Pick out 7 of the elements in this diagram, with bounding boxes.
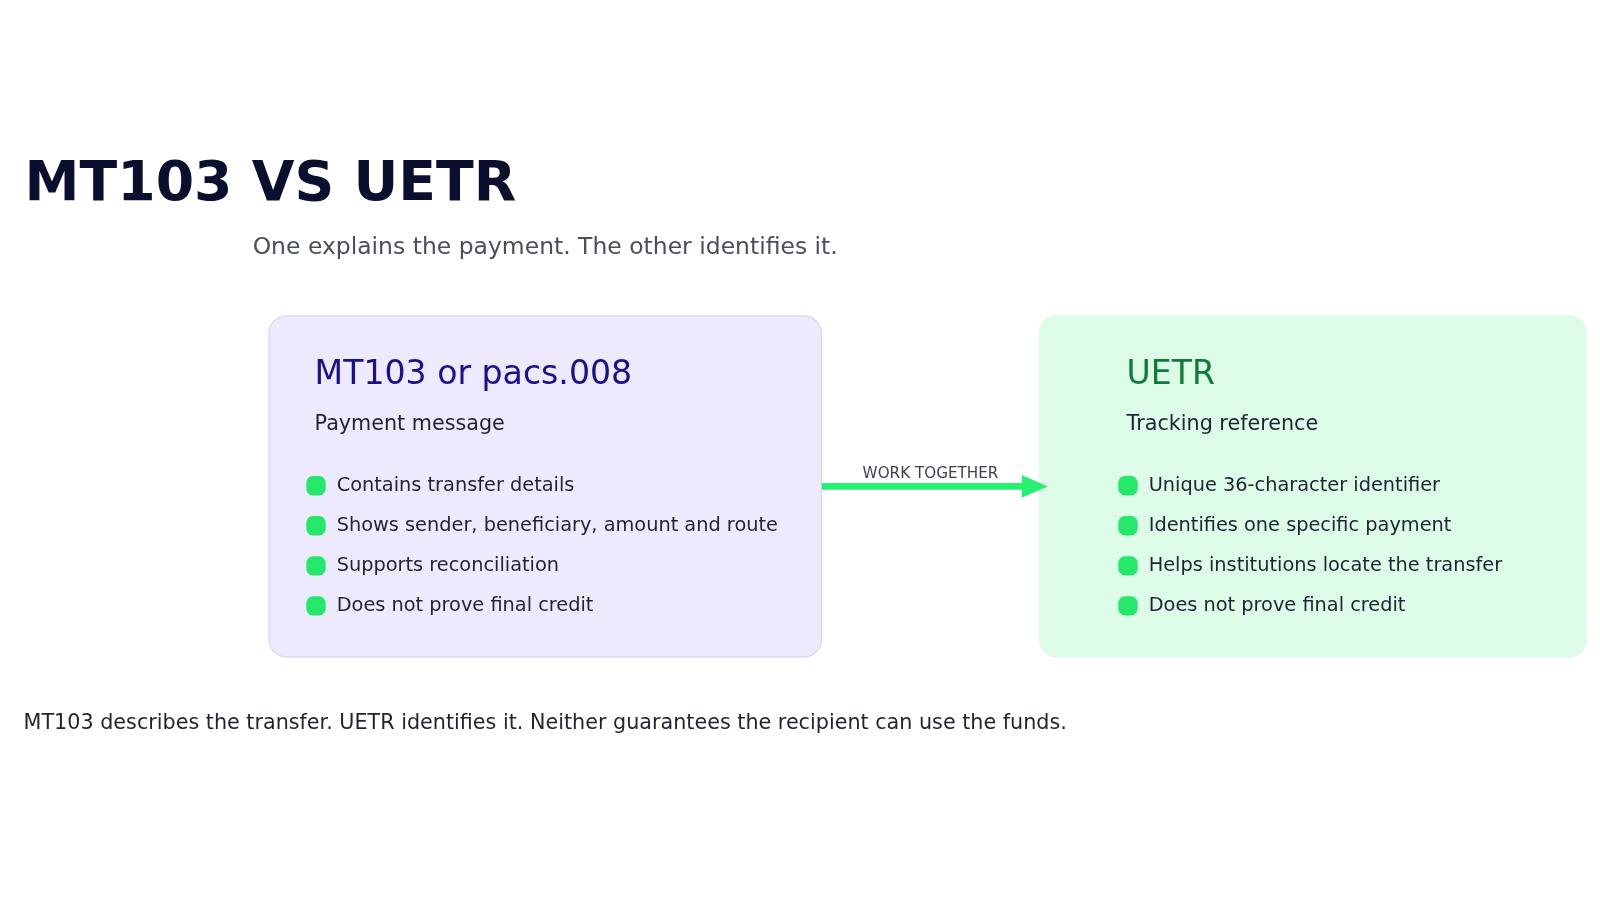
node-box: MT103 or pacs.008 Payment message Contains transfer details Shows sender, beneficiary, amount and route Supports reconciliation Does not prove final credit	[268, 314, 823, 658]
edge-label: WORK TOGETHER	[862, 463, 999, 482]
diagram-title: MT103 VS UETR	[24, 148, 517, 213]
arrow	[821, 474, 1048, 498]
node-box: UETR Tracking reference Unique 36-character identifier Identifies one specific payment Helps institutions locate the transfer Does not prove final credit	[1038, 314, 1588, 658]
caption: MT103 describes the transfer. UETR identifies it. Neither guarantees the recipient can use the funds.	[23, 709, 1067, 734]
label: One explains the payment. The other identifies it.	[252, 231, 838, 260]
